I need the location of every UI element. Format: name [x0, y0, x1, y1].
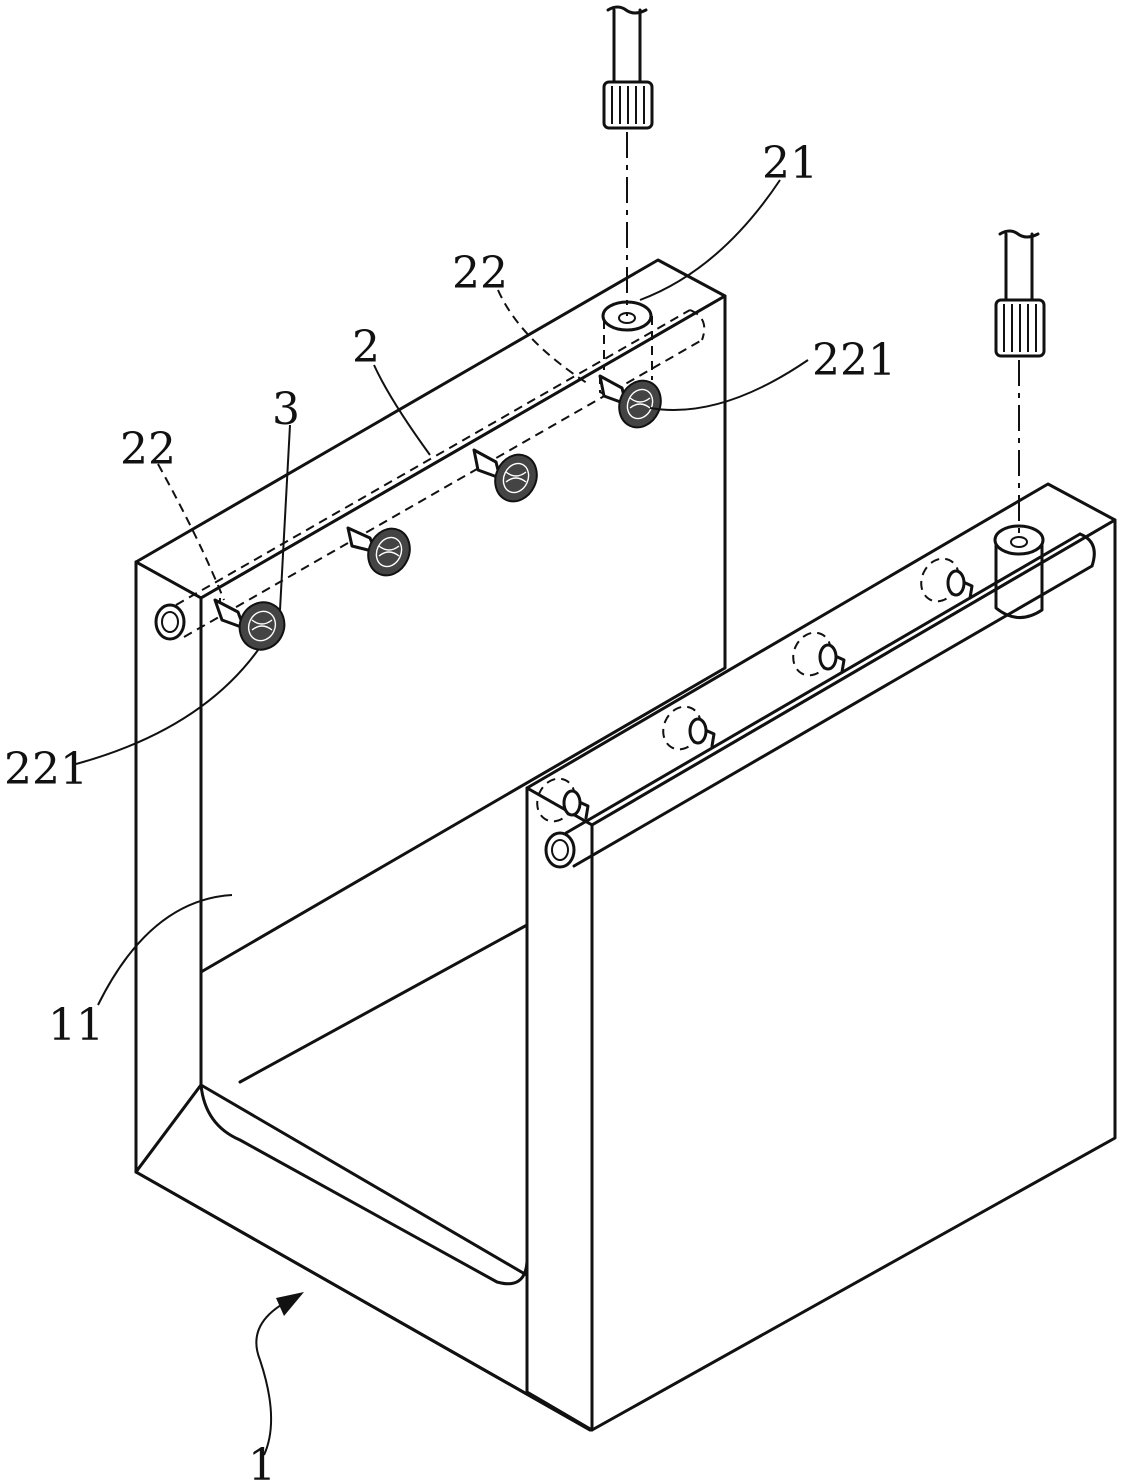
label-21: 21	[762, 138, 818, 189]
nozzle-back-3	[472, 448, 538, 503]
nozzle-front-1	[536, 777, 590, 823]
tank-body	[134, 560, 592, 1432]
hose-back	[602, 5, 654, 316]
label-1: 1	[248, 1440, 276, 1483]
label-2: 2	[352, 322, 380, 373]
nozzle-front-4	[920, 557, 974, 603]
label-221-left: 221	[4, 744, 88, 795]
label-3: 3	[272, 384, 300, 435]
nozzle-back-2	[346, 526, 411, 577]
label-22-left: 22	[120, 424, 176, 475]
front-pipe-assembly	[544, 524, 1096, 869]
nozzle-back-1	[213, 598, 286, 651]
hose-front	[994, 229, 1046, 538]
label-11: 11	[48, 1000, 104, 1051]
leader-lines	[75, 179, 809, 1456]
label-22-right: 22	[452, 248, 508, 299]
nozzle-front-3	[792, 631, 846, 677]
nozzle-back-4	[598, 374, 662, 429]
label-221-right: 221	[812, 335, 896, 386]
reference-labels: 21 22 221 2 3 22 221 11 1	[4, 138, 896, 1483]
nozzle-front-2	[662, 705, 716, 751]
